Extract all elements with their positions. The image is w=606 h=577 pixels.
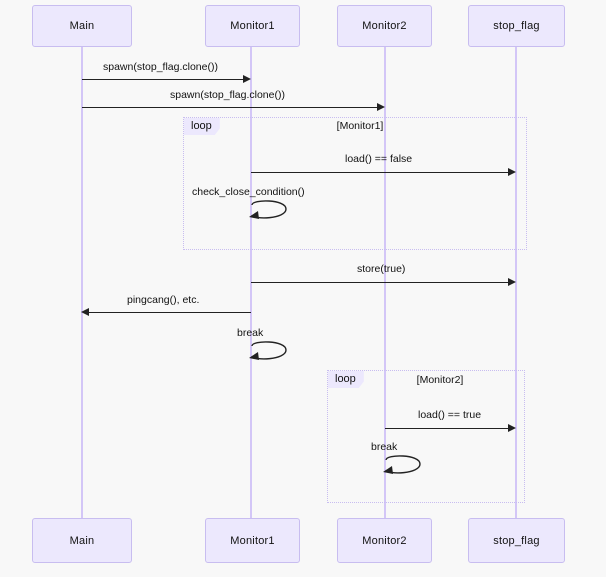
participant-monitor1-top[interactable]: Monitor1 xyxy=(205,5,300,47)
message-line-m2 xyxy=(82,107,377,108)
fragment-loop-monitor2 xyxy=(327,370,525,503)
participant-main-bottom[interactable]: Main xyxy=(32,518,132,563)
message-label-m1: spawn(stop_flag.clone()) xyxy=(103,61,218,73)
message-line-m5 xyxy=(251,282,508,283)
fragment-loop-monitor1 xyxy=(183,117,527,250)
message-label-m9: break xyxy=(371,441,398,453)
message-selfloop-m7 xyxy=(248,339,292,365)
message-label-m7: break xyxy=(237,327,264,339)
participant-monitor2-bottom[interactable]: Monitor2 xyxy=(337,518,432,563)
participant-label: stop_flag xyxy=(493,534,540,547)
message-arrowhead-m2 xyxy=(377,103,385,111)
fragment-condition-loop1: [Monitor1] xyxy=(336,120,384,132)
message-label-m6: pingcang(), etc. xyxy=(127,294,200,306)
participant-label: Monitor2 xyxy=(362,534,407,547)
fragment-label-loop2: loop xyxy=(328,371,364,388)
message-label-m3: load() == false xyxy=(345,153,413,165)
message-label-m5: store(true) xyxy=(357,263,406,275)
lifeline-main xyxy=(81,47,83,518)
participant-label: Monitor2 xyxy=(362,20,407,32)
message-label-m2: spawn(stop_flag.clone()) xyxy=(170,89,285,101)
participant-stop-flag-bottom[interactable]: stop_flag xyxy=(468,518,565,563)
participant-main-top[interactable]: Main xyxy=(32,5,132,47)
fragment-condition-loop2: [Monitor2] xyxy=(416,374,464,386)
message-line-m3 xyxy=(251,172,508,173)
participant-label: Monitor1 xyxy=(230,20,275,32)
message-line-m6 xyxy=(89,312,251,313)
fragment-label-loop1: loop xyxy=(184,118,220,135)
lifeline-stop-flag xyxy=(515,47,517,518)
participant-monitor2-top[interactable]: Monitor2 xyxy=(337,5,432,47)
message-selfloop-m4 xyxy=(248,198,292,224)
participant-label: stop_flag xyxy=(493,20,540,32)
message-label-m8: load() == true xyxy=(418,409,482,421)
message-arrowhead-m5 xyxy=(508,278,516,286)
participant-label: Main xyxy=(69,534,95,547)
participant-stop-flag-top[interactable]: stop_flag xyxy=(468,5,565,47)
message-selfloop-m9 xyxy=(382,453,426,479)
message-arrowhead-m1 xyxy=(243,75,251,83)
participant-monitor1-bottom[interactable]: Monitor1 xyxy=(205,518,300,563)
message-arrowhead-m8 xyxy=(508,424,516,432)
message-line-m1 xyxy=(82,79,243,80)
participant-label: Main xyxy=(69,20,95,32)
message-arrowhead-m6 xyxy=(81,308,89,316)
message-arrowhead-m3 xyxy=(508,168,516,176)
participant-label: Monitor1 xyxy=(230,534,275,547)
message-line-m8 xyxy=(385,428,508,429)
message-label-m4: check_close_condition() xyxy=(192,186,305,198)
